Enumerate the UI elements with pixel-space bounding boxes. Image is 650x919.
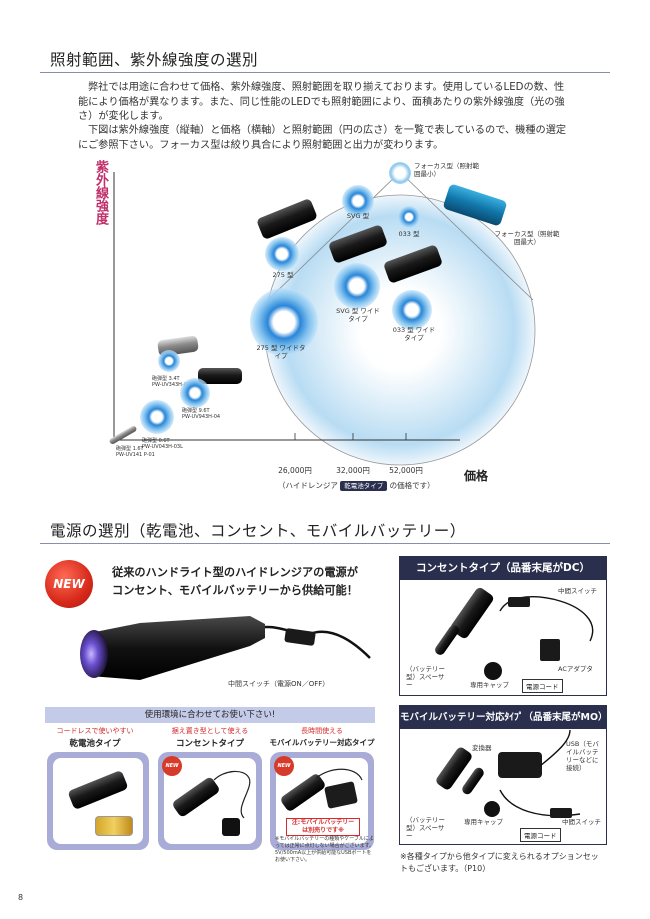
section2-title: 電源の選別（乾電池、コンセント、モバイルバッテリー） [50,522,466,540]
new-badge: NEW [45,560,93,608]
headline-line2: コンセント、モバイルバッテリーから供給可能！ [112,584,358,597]
x-tick-label-52000: 52,000円 [389,466,423,475]
torch-bullet-96 [198,368,242,384]
glow-275 [265,237,299,271]
page-number: 8 [18,893,24,902]
dc-spacer-label: （バッテリー型）スペーサー [406,665,445,689]
section1-rule [40,72,610,73]
x-tick-label-32000: 32,000円 [336,466,370,475]
glow-033 [398,206,420,228]
dc-cable [499,596,594,661]
card-battery-inner [53,758,143,844]
card-outlet-new-badge: NEW [162,756,182,776]
point-033-label: 033 型 [398,230,420,238]
mobile-footnote: ※モバイルバッテリーの種類やケーブルによっては正常に点灯しない場合がございます。… [275,836,375,863]
mo-spacer-label: （バッテリー型）スペーサー [406,816,445,840]
usage-bar-text: 使用環境に合わせてお使い下さい! [144,710,276,720]
card-mobile-cable [315,768,363,781]
section1-para1-text: 弊社では用途に合わせて価格、紫外線強度、照射範囲を取り揃えております。使用してい… [78,82,565,122]
point-svg-label: SVG 型 [346,212,370,220]
point-275-wide-label: 275 型 ワイドタイプ [256,344,306,360]
card-outlet: NEW [158,752,262,850]
headline: 従来のハンドライト型のハイドレンジアの電源が コンセント、モバイルバッテリーから… [112,564,358,600]
dc-adapter-label: ACアダプタ [558,665,593,673]
dc-cap-label: 専用キャップ [470,681,509,689]
point-focus-min-label: フォーカス型（照射範囲最小） [414,162,479,178]
mobile-warning-line2: は別売りです※ [302,827,344,834]
mo-cap-label: 専用キャップ [464,818,503,826]
switch-caption: 中間スイッチ（電源ON／OFF） [228,680,330,688]
option-note: ※各種タイプから他タイプに変えられるオプションセットもございます。（P10） [400,852,599,873]
chart-frame-svg [113,171,536,466]
card2-tagline: 据え置き型として使える [171,727,249,735]
dc-code-label: 電源コード [522,679,563,693]
mo-box-title: モバイルバッテリー対応ﾀｲﾌﾟ（品番末尾がMO） [400,706,608,729]
focus-cone-right [399,171,534,301]
card-labels: コードレスで使いやすい 乾電池タイプ 据え置き型として使える コンセントタイプ … [45,726,375,752]
glow-033-wide [392,290,432,330]
dc-cap-icon [484,662,502,680]
dc-switch-label: 中間スイッチ [558,587,597,595]
mobile-warning-line1: 注:モバイルバッテリー [291,819,355,826]
section1-title: 照射範囲、紫外線強度の選別 [50,51,259,69]
dc-box-title: コンセントタイプ（品番末尾がDC） [400,557,606,580]
new-badge-text: NEW [53,577,85,591]
section1-para1: 弊社では用途に合わせて価格、紫外線強度、照射範囲を取り揃えております。使用してい… [78,81,573,125]
mo-converter-label: 変換器 [472,744,492,752]
section2-rule [40,543,610,544]
glow-svg-wide [334,263,380,309]
card-mobile: 注:モバイルバッテリー は別売りです※ NEW [270,752,374,850]
section1-para2-text: 下図は紫外線強度（縦軸）と価格（横軸）と照射範囲（円の広さ）を一覧で表しているの… [78,125,567,151]
usage-bar: 使用環境に合わせてお使い下さい! [45,707,375,723]
glow-275-wide [250,288,318,356]
card2-title: コンセントタイプ [175,739,244,749]
x-note-before: （ハイドレンジア [278,481,338,490]
hero-flashlight-svg [80,616,371,680]
uv-chart: 紫外線強度 フォーカス型（照射範囲最小） フォーカス型（照射範囲最大） SVG … [80,150,600,500]
mo-switch-label: 中間スイッチ [562,818,601,826]
ac-adapter-icon [222,818,240,836]
mo-cap-icon [484,801,500,817]
focus-cone-left [267,171,401,301]
x-axis-label: 価格 [464,469,489,483]
x-note-after: の価格です） [389,481,435,490]
glow-bullet-34 [158,350,180,372]
card3-title: モバイルバッテリー対応タイプ [269,738,375,747]
headline-line1: 従来のハンドライト型のハイドレンジアの電源が [112,566,358,579]
point-033-wide-label: 033 型 ワイドタイプ [392,326,436,342]
battery-pack-icon [95,816,133,836]
mo-box: モバイルバッテリー対応ﾀｲﾌﾟ（品番末尾がMO） 変換器 USB（モバイルバッテ… [399,705,608,845]
glow-bullet-06 [140,400,174,434]
dc-box: コンセントタイプ（品番末尾がDC） 中間スイッチ ACアダプタ （バッテリー型）… [399,556,607,696]
glow-svg [342,185,374,217]
mo-code-label: 電源コード [520,828,561,842]
point-svg-wide-label: SVG 型 ワイドタイプ [336,307,380,323]
point-275-label: 275 型 [272,271,294,279]
card-mobile-inner: 注:モバイルバッテリー は別売りです※ [276,758,368,844]
glow-bullet-96 [180,378,210,408]
card1-title: 乾電池タイプ [69,739,121,749]
mo-cable [499,730,581,818]
card-outlet-cable [213,770,251,819]
x-note: （ハイドレンジア 乾電池タイプ の価格です） [278,480,435,491]
mo-converter-icon [498,752,542,778]
card-outlet-inner [164,758,256,844]
section1-para2: 下図は紫外線強度（縦軸）と価格（横軸）と照射範囲（円の広さ）を一覧で表しているの… [78,124,573,153]
x-note-badge: 乾電池タイプ [340,481,388,491]
card3-tagline: 長時間使える [301,727,343,735]
glow-focus-min [389,162,411,184]
card-mobile-new-badge: NEW [274,756,294,776]
mo-usb-label: USB（モバイルバッテリーなどに接続） [566,740,599,772]
mobile-warning: 注:モバイルバッテリー は別売りです※ [286,818,360,836]
card-battery [47,752,149,850]
point-focus-max-label: フォーカス型（照射範囲最大） [494,230,560,246]
card-battery-torch [67,769,129,811]
x-tick-label-26000: 26,000円 [278,466,312,475]
card1-tagline: コードレスで使いやすい [56,727,134,735]
y-axis-label: 紫外線強度 [93,160,108,225]
